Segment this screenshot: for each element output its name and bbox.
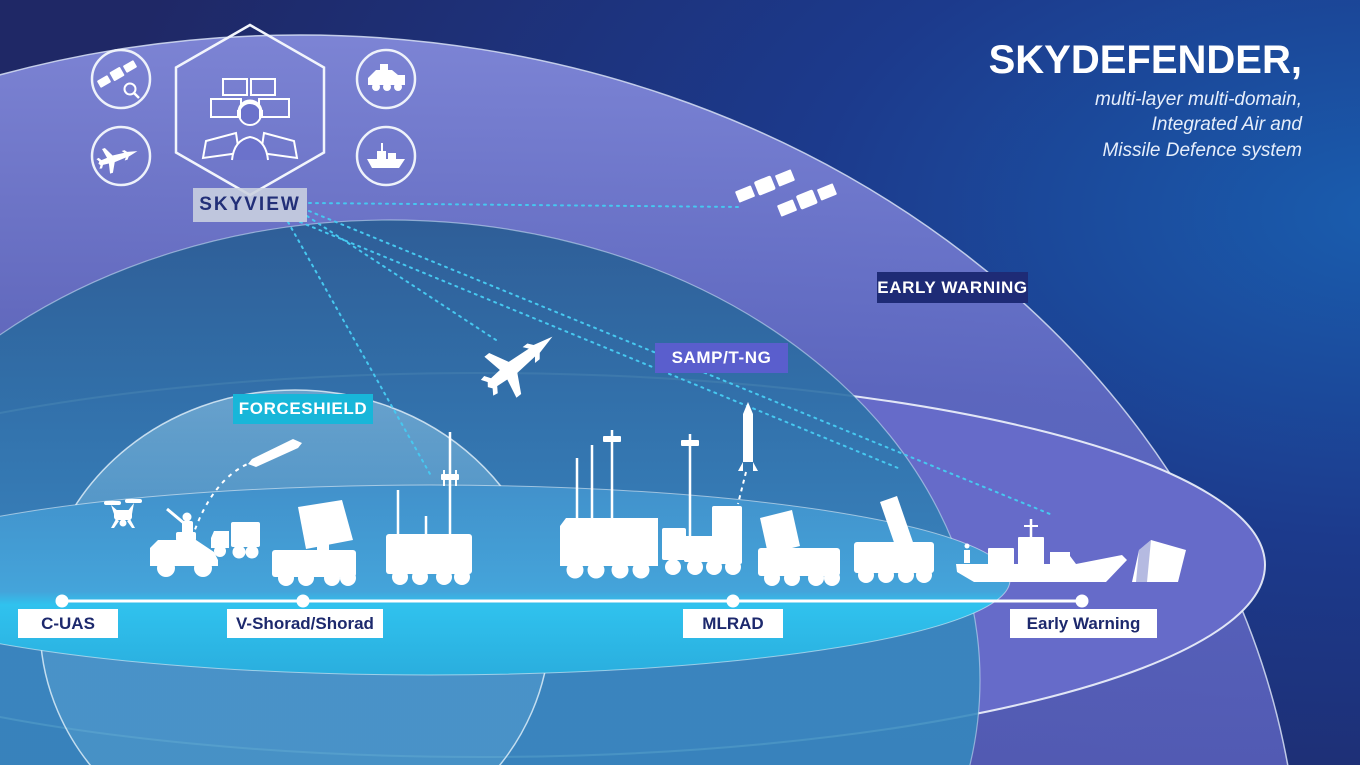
link-to-mlrad bbox=[299, 221, 899, 469]
link-to-jet bbox=[306, 215, 497, 341]
radar-shelter-tent-icon bbox=[1132, 540, 1186, 582]
early-warning-layer-label: EARLY WARNING bbox=[877, 272, 1028, 303]
ground-label-mlrad: MLRAD bbox=[683, 609, 783, 638]
satellite-icon bbox=[777, 183, 837, 217]
node-mlrad bbox=[726, 594, 740, 608]
ground-label-v-shorad: V-Shorad/Shorad bbox=[227, 609, 383, 638]
fighter-jet-icon bbox=[90, 125, 152, 187]
supply-truck-icon bbox=[211, 522, 260, 559]
subtitle-line-2: Integrated Air and bbox=[1151, 114, 1302, 136]
link-to-satellites bbox=[308, 202, 743, 208]
ground-label-c-uas: C-UAS bbox=[18, 609, 118, 638]
operator-console-icon bbox=[201, 78, 299, 161]
satellite-icon bbox=[90, 48, 152, 110]
command-truck-icon bbox=[560, 430, 658, 579]
silhouettes bbox=[104, 169, 1186, 586]
quadcopter-drone-icon bbox=[104, 499, 142, 528]
node-v-shorad bbox=[296, 594, 310, 608]
node-early-warning bbox=[1075, 594, 1089, 608]
subtitle-line-3: Missile Defence system bbox=[1102, 139, 1302, 161]
gun-jeep-icon bbox=[150, 507, 218, 577]
forceshield-layer-label: FORCESHIELD bbox=[233, 394, 373, 424]
node-c-uas bbox=[55, 594, 69, 608]
raised-launcher-truck-icon bbox=[854, 496, 934, 583]
subtitle-line-1: multi-layer multi-domain, bbox=[1095, 89, 1302, 110]
radar-truck-icon bbox=[272, 500, 356, 586]
ship-icon bbox=[355, 125, 417, 187]
vertical-missile-icon bbox=[737, 402, 758, 505]
page-subtitle: multi-layer multi-domain, Integrated Air… bbox=[989, 87, 1302, 163]
antenna-truck-icon bbox=[386, 432, 472, 585]
satellite-icon bbox=[735, 169, 795, 203]
link-to-forceshield bbox=[287, 221, 431, 475]
fighter-jet-icon bbox=[480, 336, 553, 398]
missile-trajectory-arc bbox=[191, 461, 253, 539]
interceptor-missile-icon bbox=[248, 439, 302, 467]
ground-baseline bbox=[55, 594, 1089, 608]
armored-vehicle-icon bbox=[355, 48, 417, 110]
ground-label-early-warning: Early Warning bbox=[1010, 609, 1157, 638]
warship-icon bbox=[956, 519, 1127, 582]
mast-launcher-truck-icon bbox=[662, 434, 742, 575]
samp-t-ng-layer-label: SAMP/T-NG bbox=[655, 343, 788, 373]
title-block: SKYDEFENDER, multi-layer multi-domain, I… bbox=[989, 40, 1302, 163]
page-title: SKYDEFENDER, bbox=[988, 38, 1302, 82]
skyview-label: SKYVIEW bbox=[193, 188, 307, 222]
radar-panel-truck-icon bbox=[758, 510, 840, 586]
